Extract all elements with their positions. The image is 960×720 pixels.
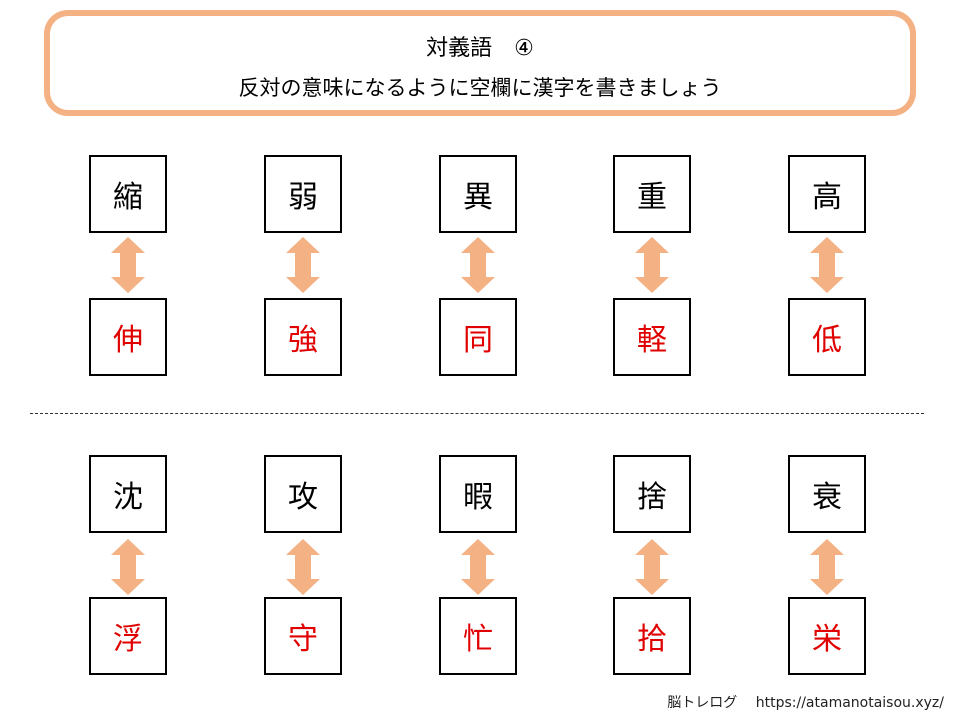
footer: 脳トレログ https://atamanotaisou.xyz/ — [653, 692, 944, 712]
question-box: 攻 — [264, 455, 342, 533]
double-arrow-icon — [461, 237, 495, 293]
double-arrow-icon — [635, 539, 669, 595]
double-arrow-icon — [286, 539, 320, 595]
double-arrow-icon — [810, 237, 844, 293]
answer-box[interactable]: 拾 — [613, 597, 691, 675]
answer-box[interactable]: 浮 — [89, 597, 167, 675]
answer-box[interactable]: 強 — [264, 298, 342, 376]
footer-url[interactable]: https://atamanotaisou.xyz/ — [755, 695, 944, 711]
title-banner: 対義語 ④ 反対の意味になるように空欄に漢字を書きましょう — [44, 10, 916, 116]
question-box: 衰 — [788, 455, 866, 533]
double-arrow-icon — [635, 237, 669, 293]
question-box: 暇 — [439, 455, 517, 533]
answer-box[interactable]: 忙 — [439, 597, 517, 675]
question-box: 沈 — [89, 455, 167, 533]
question-box: 弱 — [264, 155, 342, 233]
double-arrow-icon — [461, 539, 495, 595]
page-title: 対義語 ④ — [426, 36, 534, 61]
question-box: 高 — [788, 155, 866, 233]
answer-box[interactable]: 同 — [439, 298, 517, 376]
instructions: 反対の意味になるように空欄に漢字を書きましょう — [238, 76, 722, 100]
footer-brand: 脳トレログ — [667, 695, 738, 711]
answer-box[interactable]: 低 — [788, 298, 866, 376]
answer-box[interactable]: 伸 — [89, 298, 167, 376]
answer-box[interactable]: 軽 — [613, 298, 691, 376]
question-box: 異 — [439, 155, 517, 233]
question-box: 重 — [613, 155, 691, 233]
question-box: 捨 — [613, 455, 691, 533]
double-arrow-icon — [111, 237, 145, 293]
question-box: 縮 — [89, 155, 167, 233]
double-arrow-icon — [286, 237, 320, 293]
double-arrow-icon — [810, 539, 844, 595]
double-arrow-icon — [111, 539, 145, 595]
section-divider — [30, 413, 924, 414]
answer-box[interactable]: 守 — [264, 597, 342, 675]
answer-box[interactable]: 栄 — [788, 597, 866, 675]
